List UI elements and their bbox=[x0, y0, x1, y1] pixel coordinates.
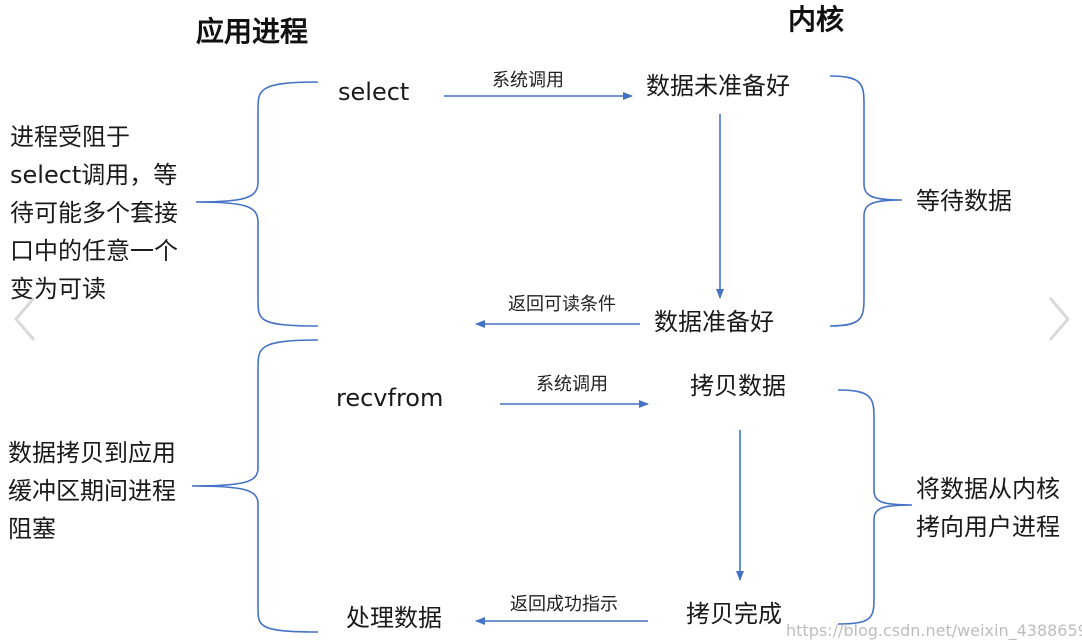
kernel-header: 内核 bbox=[788, 3, 845, 36]
next-arrow-icon[interactable] bbox=[1046, 294, 1072, 344]
prev-arrow-icon[interactable] bbox=[12, 294, 38, 344]
return-success-label: 返回成功指示 bbox=[510, 594, 618, 615]
syscall-label-1: 系统调用 bbox=[492, 70, 564, 91]
select-call-label: select bbox=[338, 78, 410, 106]
data-ready-label: 数据准备好 bbox=[654, 308, 774, 336]
recvfrom-call-label: recvfrom bbox=[336, 384, 444, 412]
copy-complete-label: 拷贝完成 bbox=[686, 600, 782, 628]
right-brace-copy bbox=[837, 389, 913, 625]
right-brace-wait bbox=[829, 75, 903, 327]
note-copy-blocked: 数据拷贝到应用缓冲区期间进程阻塞 bbox=[8, 439, 176, 543]
note-copy-to-user: 将数据从内核拷向用户进程 bbox=[916, 475, 1060, 541]
copy-data-label: 拷贝数据 bbox=[690, 372, 786, 400]
return-readable-label: 返回可读条件 bbox=[508, 294, 616, 315]
process-data-label: 处理数据 bbox=[346, 604, 442, 632]
data-not-ready-label: 数据未准备好 bbox=[646, 72, 790, 100]
left-brace-copy bbox=[191, 339, 319, 633]
note-wait-data: 等待数据 bbox=[916, 187, 1012, 215]
app-process-header: 应用进程 bbox=[196, 15, 309, 48]
note-select-blocked: 进程受阻于select调用，等待可能多个套接口中的任意一个变为可读 bbox=[10, 123, 178, 303]
left-brace-select bbox=[195, 81, 319, 327]
watermark: https://blog.csdn.net/weixin_4388659 bbox=[786, 621, 1082, 640]
syscall-label-2: 系统调用 bbox=[536, 374, 608, 395]
